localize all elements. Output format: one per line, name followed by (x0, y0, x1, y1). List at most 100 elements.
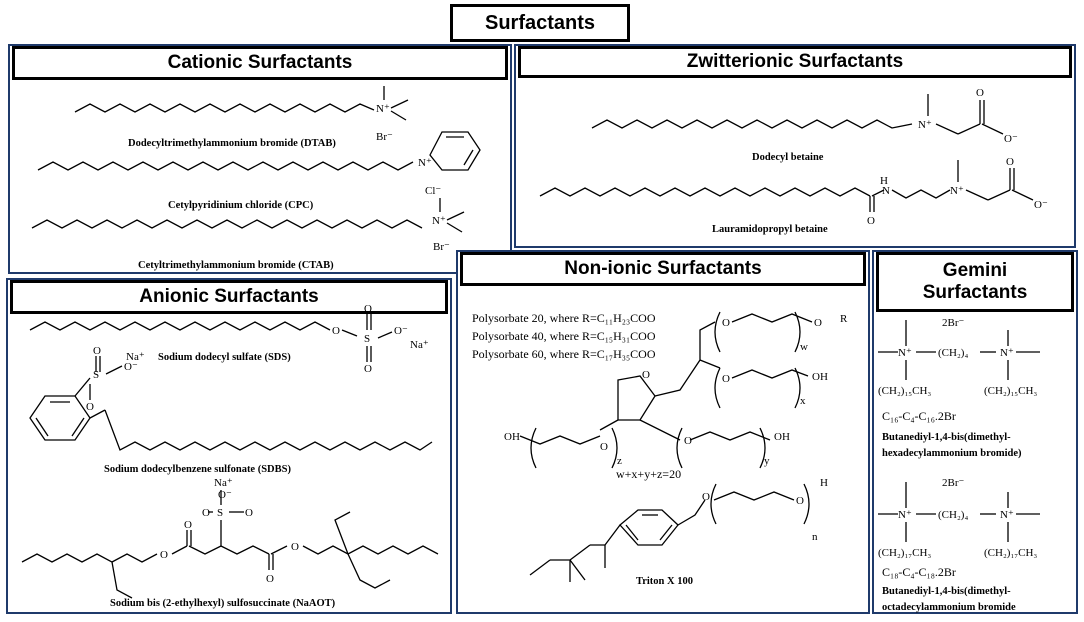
gemini-1-tail-right: (CH₂)₁₅CH₃ (984, 385, 1037, 397)
sdbs-s: S (93, 369, 99, 381)
dtab-n-plus: N⁺ (376, 103, 390, 115)
gemini-header-line1: Gemini (942, 260, 1008, 282)
ps-oh-z: OH (504, 431, 520, 443)
ps-o-r: O (814, 317, 822, 329)
ps-o-x: O (722, 373, 730, 385)
ps-o-w: O (722, 317, 730, 329)
zwitterionic-caption-1: Dodecyl betaine (752, 152, 824, 163)
lb-o-amide: O (867, 215, 875, 227)
anionic-caption-2: Sodium dodecylbenzene sulfonate (SDBS) (104, 464, 291, 475)
polysorbate-sum: w+x+y+z=20 (616, 467, 681, 481)
anionic-header: Anionic Surfactants (10, 280, 448, 314)
triton-o-end: O (796, 495, 804, 507)
triton-h: H (820, 477, 828, 489)
main-title: Surfactants (450, 4, 630, 42)
lb-o: O (1006, 156, 1014, 168)
bonds (21, 86, 1040, 599)
cpc-cl-minus: Cl⁻ (425, 185, 441, 197)
ps-x: x (800, 395, 806, 407)
sds-s: S (364, 333, 370, 345)
sdbs-o-minus: O⁻ (124, 361, 138, 373)
gemini-1-code: C₁₆-C₄-C₁₆.2Br (882, 409, 956, 423)
gemini-2-spacer: (CH₂)₄ (938, 509, 968, 521)
gemini-2-n-plus-left: N⁺ (898, 509, 912, 521)
sds-o-top: O (364, 303, 372, 315)
lb-n: N (882, 185, 890, 197)
naaot-o-right: O (245, 507, 253, 519)
polysorbate-line-3: Polysorbate 60, where R=C₁₇H₃₅COO (472, 347, 656, 361)
zwitterionic-caption-2: Lauramidopropyl betaine (712, 224, 828, 235)
sdbs-o-bottom: O (86, 401, 94, 413)
lb-n-plus: N⁺ (950, 185, 964, 197)
atom-labels: N⁺ Br⁻ Dodecyltrimethylammonium bromide … (86, 87, 1048, 613)
zwitterionic-panel (514, 44, 1076, 248)
gemini-2-code: C₁₈-C₄-C₁₈.2Br (882, 565, 956, 579)
zwitterionic-header: Zwitterionic Surfactants (518, 46, 1072, 78)
sds-o: O (332, 325, 340, 337)
ps-w: w (800, 341, 808, 353)
polysorbate-line-1: Polysorbate 20, where R=C₁₁H₂₃COO (472, 311, 656, 325)
triton-caption: Triton X 100 (636, 576, 693, 587)
naaot-o-ester-1: O (160, 549, 168, 561)
gemini-2-n-plus-right: N⁺ (1000, 509, 1014, 521)
gemini-2-tail-right: (CH₂)₁₇CH₃ (984, 547, 1037, 559)
lb-o-minus: O⁻ (1034, 199, 1048, 211)
anionic-caption-1: Sodium dodecyl sulfate (SDS) (158, 352, 291, 363)
naaot-o-ester-2: O (291, 541, 299, 553)
ps-y: y (764, 455, 770, 467)
gemini-2-counterion: 2Br⁻ (942, 477, 965, 489)
gemini-1-tail-left: (CH₂)₁₅CH₃ (878, 385, 931, 397)
ps-oh-y: OH (774, 431, 790, 443)
naaot-right-chain (302, 545, 439, 555)
sdbs-o-top: O (93, 345, 101, 357)
dtab-chain (74, 103, 375, 113)
sds-o-bottom: O (364, 363, 372, 375)
db-n-plus: N⁺ (918, 119, 932, 131)
gemini-2-name-1: Butanediyl-1,4-bis(dimethyl- (882, 586, 1011, 597)
db-o-minus: O⁻ (1004, 133, 1018, 145)
ps-ring-o: O (642, 369, 650, 381)
ps-r: R (840, 313, 848, 325)
naaot-left-chain (21, 553, 133, 599)
gemini-2-tail-left: (CH₂)₁₇CH₃ (878, 547, 931, 559)
cationic-panel (8, 44, 512, 274)
naaot-s: S (217, 507, 223, 519)
triton-n: n (812, 531, 818, 543)
ps-o-y: O (684, 435, 692, 447)
dodecyl-betaine-chain (591, 119, 913, 129)
naaot-na-plus: Na⁺ (214, 477, 233, 489)
gemini-header-line2: Surfactants (922, 282, 1028, 303)
polysorbate-ring (617, 375, 656, 421)
cpc-chain (37, 161, 414, 171)
ctab-br-minus: Br⁻ (433, 241, 450, 253)
gemini-1-name-2: hexadecylammonium bromide) (882, 448, 1022, 459)
polysorbate-line-2: Polysorbate 40, where R=C₁₅H₃₁COO (472, 329, 656, 343)
gemini-1-n-plus-right: N⁺ (1000, 347, 1014, 359)
cationic-caption-2: Cetylpyridinium chloride (CPC) (168, 200, 314, 211)
gemini-1-name-1: Butanediyl-1,4-bis(dimethyl- (882, 432, 1011, 443)
cationic-caption-3: Cetyltrimethylammonium bromide (CTAB) (138, 260, 334, 271)
naaot-o-carbonyl-1: O (184, 519, 192, 531)
sds-o-minus: O⁻ (394, 325, 408, 337)
ps-oh-x: OH (812, 371, 828, 383)
sds-chain (29, 321, 331, 331)
ps-z: z (617, 455, 622, 467)
ctab-chain (31, 219, 423, 229)
naaot-o-left: O (202, 507, 210, 519)
sds-na-plus-left: Na⁺ (126, 351, 145, 363)
pyridinium-ring (429, 131, 481, 171)
nonionic-header: Non-ionic Surfactants (460, 252, 866, 286)
anionic-caption-3: Sodium bis (2-ethylhexyl) sulfosuccinate… (110, 598, 336, 609)
lb-nh: H (880, 175, 888, 187)
ps-o-z: O (600, 441, 608, 453)
cpc-n-plus: N⁺ (418, 157, 432, 169)
lauramidopropyl-chain (539, 187, 871, 197)
sdbs-chain (104, 409, 433, 451)
db-o: O (976, 87, 984, 99)
gemini-1-spacer: (CH₂)₄ (938, 347, 968, 359)
naaot-o-carbonyl-2: O (266, 573, 274, 585)
naaot-o-minus: O⁻ (218, 489, 232, 501)
triton-o-ether: O (702, 491, 710, 503)
anionic-panel (6, 278, 452, 614)
